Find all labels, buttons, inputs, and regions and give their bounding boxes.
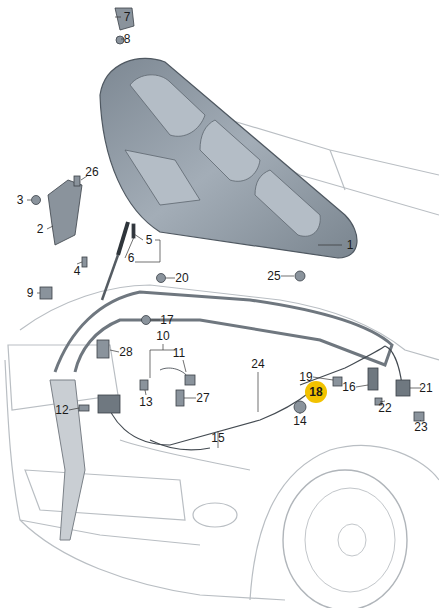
highlight-circle: 18 (305, 381, 327, 403)
small-parts (32, 8, 425, 421)
callout-number: 7 (124, 10, 131, 24)
callout-number: 8 (124, 32, 131, 46)
callout-number: 9 (27, 286, 34, 300)
callout-number: 6 (128, 251, 135, 265)
callout-number: 12 (55, 403, 68, 417)
callout-number: 18 (309, 385, 322, 399)
callout-number: 2 (37, 222, 44, 236)
hood-seal (55, 292, 392, 372)
hinge-upper (115, 8, 134, 30)
callout-number: 25 (267, 269, 280, 283)
callout-number: 22 (378, 401, 391, 415)
callout-number: 16 (342, 380, 355, 394)
callout-number: 21 (419, 381, 432, 395)
callout-number: 17 (160, 313, 173, 327)
callout-number: 13 (139, 395, 152, 409)
callout-number: 5 (146, 233, 153, 247)
callout-number: 4 (74, 264, 81, 278)
callout-number: 24 (251, 357, 264, 371)
lock-carrier (50, 380, 85, 540)
callout-number: 14 (293, 414, 306, 428)
hinge-lower (48, 180, 82, 245)
hood-embossing (125, 75, 320, 236)
callout-number: 11 (173, 346, 185, 360)
callout-number: 28 (119, 345, 132, 359)
hood-panel (100, 58, 357, 258)
wheel (283, 470, 407, 608)
callout-number: 15 (211, 431, 224, 445)
gas-strut (102, 222, 128, 300)
callout-number: 23 (414, 420, 427, 434)
callout-number: 26 (85, 165, 98, 179)
leader-lines (27, 17, 421, 448)
callout-number: 1 (347, 238, 354, 252)
callout-number: 20 (175, 271, 188, 285)
callout-number: 10 (156, 329, 169, 343)
callout-number: 3 (17, 193, 24, 207)
release-cables (105, 346, 402, 450)
callout-number: 27 (196, 391, 209, 405)
